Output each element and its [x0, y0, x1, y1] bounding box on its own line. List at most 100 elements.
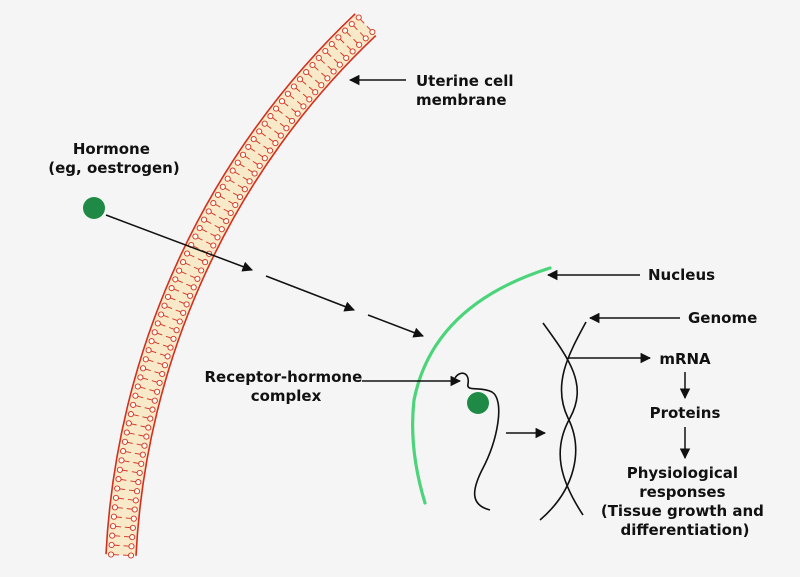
lipid-head	[312, 89, 319, 96]
lipid-head	[127, 411, 134, 418]
responses-label: Physiological responses (Tissue growth a…	[601, 464, 769, 539]
lipid-head	[190, 284, 197, 291]
lipid-head	[234, 159, 241, 166]
lipid-head	[315, 54, 322, 61]
lipid-head	[127, 552, 135, 559]
lipid-head	[183, 301, 190, 308]
lipid-head	[251, 170, 258, 177]
lipid-head	[111, 504, 118, 511]
membrane-outer-edge	[105, 13, 356, 555]
lipid-head	[219, 183, 226, 190]
receptor-hormone-complex	[454, 372, 500, 511]
lipid-head	[161, 362, 168, 369]
lipid-head	[328, 41, 335, 48]
lipid-head	[342, 27, 349, 34]
mrna-label: mRNA	[659, 350, 711, 368]
lipid-head	[272, 140, 279, 147]
lipid-head	[267, 113, 274, 120]
lipid-head	[277, 132, 284, 139]
lipid-head	[112, 494, 120, 501]
lipid-head	[131, 506, 138, 513]
lipid-head	[201, 216, 208, 223]
lipid-head	[107, 551, 115, 558]
genome-strand-2	[539, 321, 587, 521]
lipid-head	[306, 96, 313, 103]
lipid-head	[214, 191, 222, 198]
lipid-head	[236, 193, 244, 201]
lipid-head	[110, 513, 117, 520]
lipid-head	[139, 365, 147, 372]
lipid-head	[164, 353, 171, 360]
lipid-head	[151, 397, 158, 404]
lipid-head	[198, 267, 205, 274]
lipid-head	[156, 379, 163, 386]
lipid-head	[159, 370, 166, 378]
lipid-head	[114, 485, 121, 492]
lipid-head	[330, 68, 337, 75]
lipid-head	[267, 147, 274, 154]
lipid-head	[145, 347, 152, 354]
lipid-head	[318, 82, 325, 89]
lipid-head	[176, 318, 183, 325]
lipid-head	[256, 162, 263, 169]
lipid-head	[336, 61, 343, 68]
lipid-head	[137, 374, 144, 381]
lipid-head	[173, 327, 180, 334]
lipid-head	[256, 128, 263, 135]
cell-membrane	[105, 13, 377, 559]
lipid-head	[130, 401, 137, 408]
lipid-head	[196, 225, 203, 232]
lipid-head	[118, 457, 125, 464]
lipid-head	[194, 275, 201, 282]
lipid-head	[151, 329, 158, 336]
lipid-head	[154, 320, 161, 327]
lipid-head	[138, 460, 145, 467]
nucleus-label: Nucleus	[648, 266, 715, 284]
lipid-head	[324, 75, 331, 82]
lipid-head	[121, 438, 128, 445]
lipid-head	[154, 388, 161, 395]
lipid-head	[139, 451, 146, 458]
lipid-head	[164, 293, 172, 300]
lipid-head	[239, 151, 247, 158]
lipid-head	[245, 143, 252, 150]
lipid-head	[355, 14, 362, 21]
lipid-head	[129, 524, 136, 531]
lipid-head	[149, 406, 156, 413]
lipid-head	[335, 34, 342, 41]
lipid-head	[349, 48, 356, 55]
lipid-head	[288, 117, 296, 124]
genome-label: Genome	[688, 309, 757, 327]
lipid-head	[261, 120, 268, 127]
lipid-head	[241, 186, 248, 193]
lipid-head	[294, 110, 301, 117]
hormone-path-2	[265, 275, 355, 312]
lipid-head	[300, 103, 307, 110]
proteins-label: Proteins	[650, 404, 721, 422]
lipid-head	[210, 200, 217, 207]
lipid-head	[309, 61, 316, 69]
hormone-molecule	[83, 197, 105, 219]
lipid-head	[273, 105, 280, 112]
lipid-head	[109, 523, 117, 530]
genome-strand-1	[542, 322, 584, 516]
lipid-head	[180, 259, 187, 266]
lipid-head	[133, 488, 141, 495]
lipid-head	[290, 83, 297, 90]
lipid-head	[134, 383, 141, 390]
lipid-head	[296, 76, 304, 83]
membrane-band	[106, 13, 376, 556]
nucleus-envelope	[411, 266, 552, 505]
lipid-head	[348, 20, 355, 28]
lipid-head	[123, 429, 130, 436]
lipid-head	[283, 125, 290, 132]
bound-hormone	[467, 392, 489, 414]
membrane-inner-edge	[135, 35, 377, 556]
lipid-head	[108, 541, 115, 549]
phospholipid-heads	[107, 14, 376, 559]
lipid-head	[229, 167, 236, 174]
lipid-head	[158, 311, 165, 318]
lipid-head	[168, 285, 175, 292]
lipid-head	[224, 175, 231, 182]
